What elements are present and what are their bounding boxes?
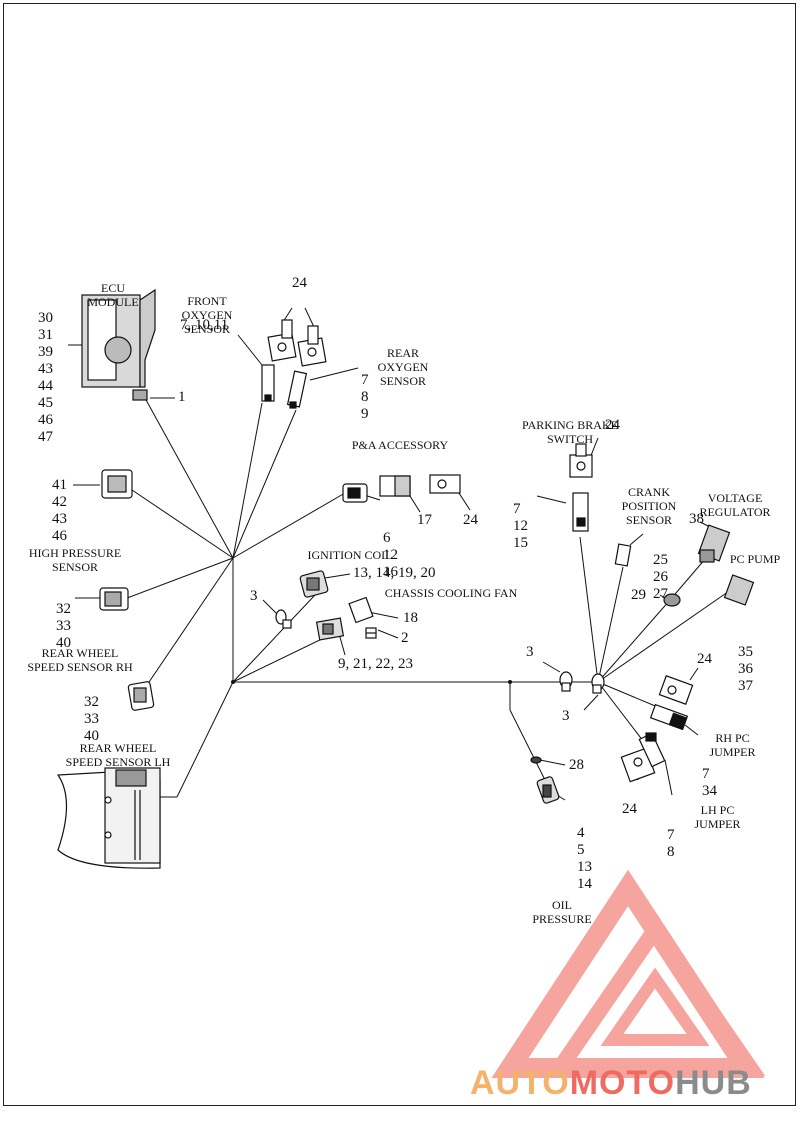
lh-jumper-clip-callout: 24 [622, 801, 637, 817]
ignition-grommet-callout: 3 [250, 588, 258, 604]
grommet-part-29 [663, 593, 681, 607]
o2-clip-part-24a [267, 319, 297, 362]
pa-clip-part-24 [429, 474, 461, 494]
pa-cap-callout: 17 [417, 512, 432, 528]
frame-bracket-part [56, 767, 161, 869]
junction-dot [231, 680, 235, 684]
ecu-connector-callout: 1 [178, 389, 186, 405]
grommet-part-3b [591, 673, 605, 694]
rear-oxygen-sensor-connector [286, 370, 308, 409]
grommet-part-3-ignition [275, 609, 292, 629]
screw-part-2 [365, 627, 377, 639]
pa-accessory-connector [342, 483, 368, 503]
o2-clip-part-24b [297, 325, 327, 367]
ignition-coil-label: IGNITION COIL [307, 548, 393, 562]
pc-pump-connector [723, 574, 755, 606]
watermark-logo-text: AUTOMOTOHUB [470, 1064, 752, 1102]
pc-pump-label: PC PUMP [729, 552, 781, 566]
parking-brake-clip-part-24 [569, 443, 593, 478]
fan-screw-callout: 2 [401, 630, 409, 646]
chassis-cooling-fan-label: CHASSIS COOLING FAN [384, 586, 518, 600]
seal-part-28 [530, 756, 542, 764]
chassis-fan-cap-part-18 [348, 596, 374, 624]
front-oxygen-callouts: 7, 10,11 [180, 317, 229, 333]
o2-clip-callout: 24 [292, 275, 307, 291]
rear-wheel-lh-connector [127, 681, 155, 711]
rh-pc-jumper-clip-part-24 [658, 675, 694, 705]
grommet-3b-callout: 3 [562, 708, 570, 724]
seal-28-callout: 28 [569, 757, 584, 773]
rear-wheel-rh-connector [99, 587, 129, 611]
voltage-regulator-connector [697, 524, 731, 563]
rh-pc-jumper-connector [649, 703, 689, 731]
watermark-logo [491, 869, 766, 1078]
crank-position-sensor-connector [614, 543, 632, 567]
voltage-regulator-callout: 38 [689, 511, 704, 527]
fan-cap-callout: 18 [403, 610, 418, 626]
high-pressure-sensor-connector [101, 469, 133, 499]
chassis-fan-connector [315, 617, 345, 641]
rh-jumper-clip-callout: 24 [697, 651, 712, 667]
ecu-module-part [81, 288, 156, 401]
junction-dot [508, 680, 512, 684]
grommet-3a-callout: 3 [526, 644, 534, 660]
harness-lines [126, 397, 736, 798]
pa-accessory-label: P&A ACCESSORY [351, 438, 449, 452]
ignition-coil-connector [299, 570, 329, 598]
lh-pc-jumper-connector [638, 732, 666, 768]
front-oxygen-sensor-connector [261, 364, 275, 402]
ignition-coil-callouts: 13, 14, 19, 20 [353, 565, 436, 581]
pa-accessory-cap-part-17 [379, 475, 411, 497]
grommet-29-callout: 29 [631, 587, 646, 603]
pa-clip-callout: 24 [463, 512, 478, 528]
leader-lines [68, 307, 743, 801]
fan-connector-callouts: 9, 21, 22, 23 [338, 656, 413, 672]
diagram-frame [3, 3, 796, 1106]
parking-brake-clip-callout: 24 [605, 417, 620, 433]
oil-pressure-connector [536, 776, 560, 804]
grommet-part-3a [559, 671, 573, 692]
parking-brake-switch-connector [572, 492, 589, 532]
